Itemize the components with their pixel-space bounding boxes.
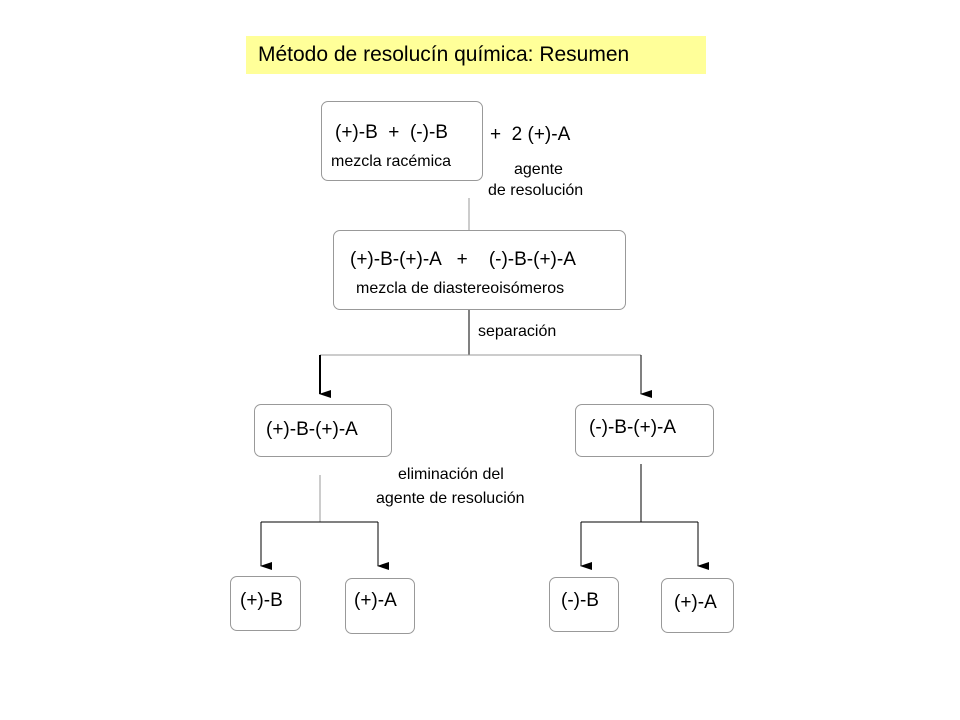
separation-label: separación bbox=[478, 323, 557, 340]
racemic-mixture-formula: (+)-B + (-)-B bbox=[335, 122, 448, 143]
diastereomer-mixture-formula: (+)-B-(+)-A + (-)-B-(+)-A bbox=[350, 249, 576, 270]
elimination-label-2: agente de resolución bbox=[376, 490, 525, 507]
left-diastereomer-box bbox=[254, 404, 392, 457]
racemic-mixture-label: mezcla racémica bbox=[331, 153, 452, 170]
resolving-agent-label-2: de resolución bbox=[488, 182, 584, 199]
title-banner: Método de resolucín química: Resumen bbox=[246, 36, 706, 74]
product-minus-b: (-)-B bbox=[561, 590, 599, 611]
diastereomer-mixture-label: mezcla de diastereoisómeros bbox=[356, 280, 565, 297]
diastereomer-mixture-box bbox=[333, 230, 626, 310]
racemic-mixture-box bbox=[321, 101, 483, 181]
product-plus-a-right: (+)-A bbox=[674, 592, 717, 613]
page-title: Método de resolucín química: Resumen bbox=[258, 43, 630, 66]
resolving-agent-label-1: agente bbox=[514, 161, 563, 178]
product-box-plus-b bbox=[230, 576, 301, 631]
product-box-plus-a-left bbox=[345, 578, 415, 634]
product-plus-b: (+)-B bbox=[240, 590, 283, 611]
product-box-plus-a-right bbox=[661, 578, 734, 633]
left-diastereomer-formula: (+)-B-(+)-A bbox=[266, 419, 358, 440]
right-diastereomer-formula: (-)-B-(+)-A bbox=[589, 417, 677, 438]
resolving-agent-formula: + 2 (+)-A bbox=[490, 124, 571, 145]
product-plus-a-left: (+)-A bbox=[354, 590, 397, 611]
right-diastereomer-box bbox=[575, 404, 714, 457]
product-box-minus-b bbox=[549, 577, 619, 632]
elimination-label-1: eliminación del bbox=[398, 466, 504, 483]
